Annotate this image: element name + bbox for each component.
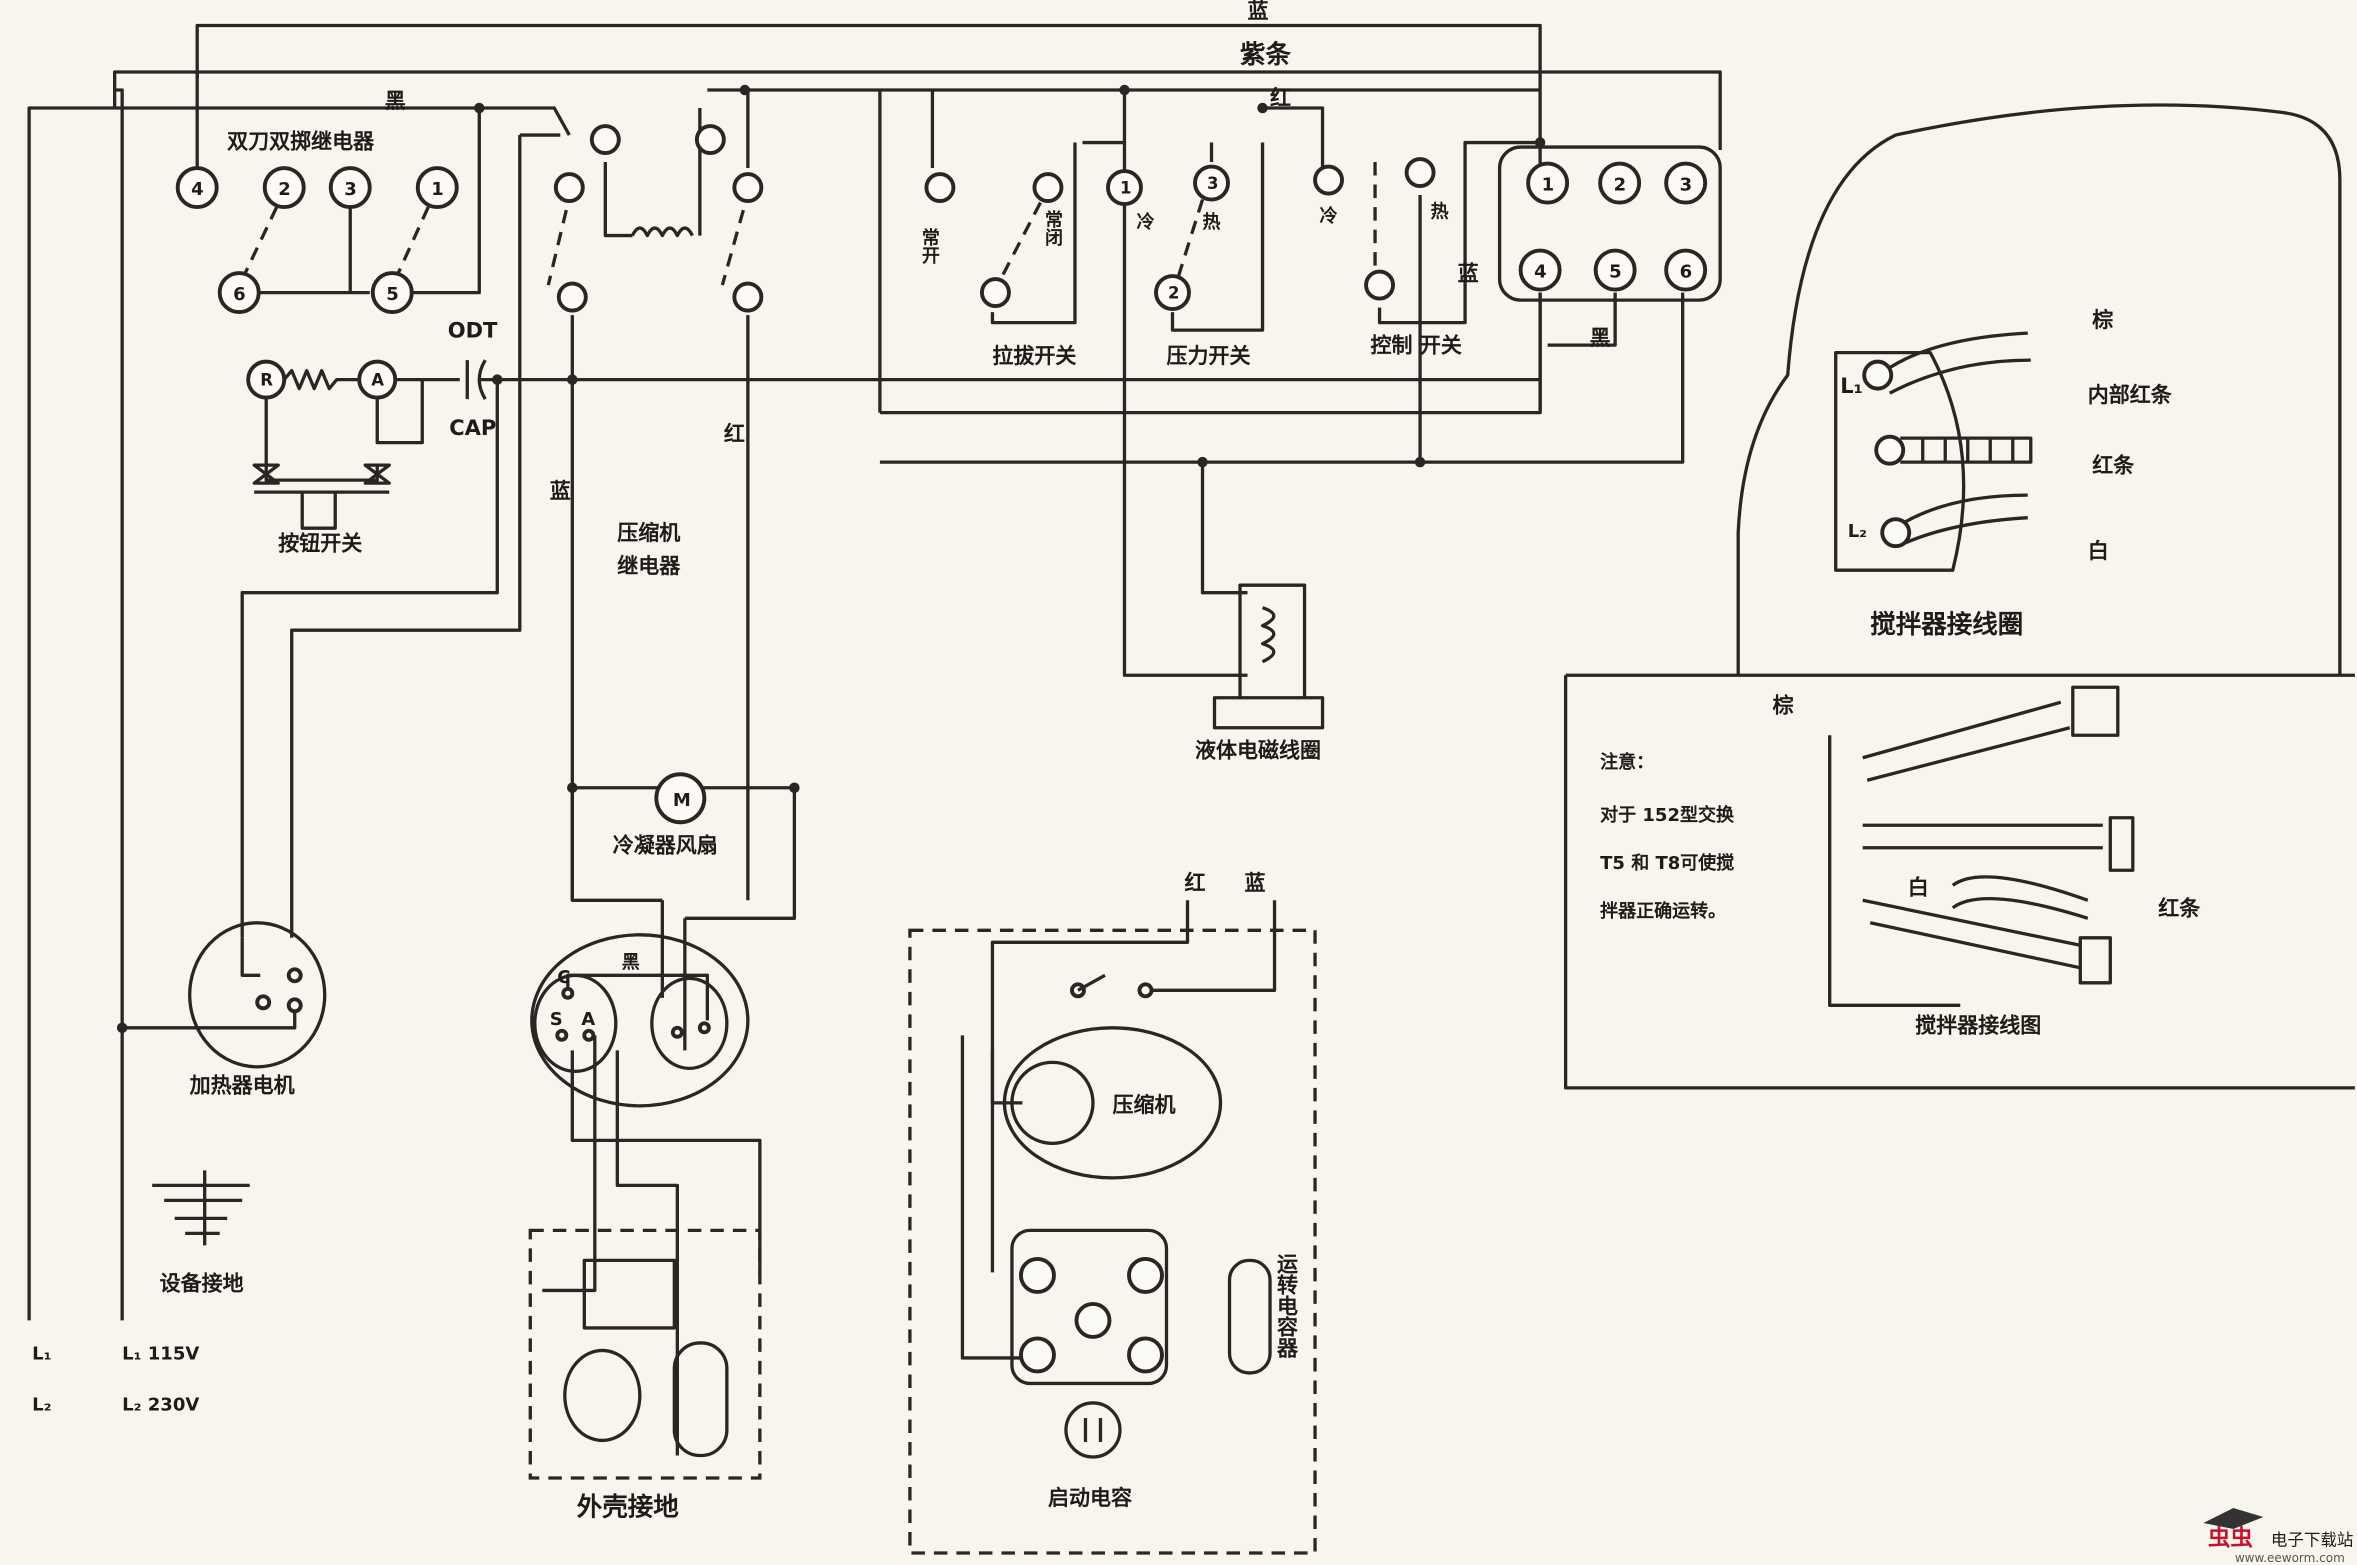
pressure-terminal-1: 1 [1120,179,1131,198]
label-normally-closed: 常闭 [1042,209,1063,247]
label-box-red: 红 [1185,871,1206,895]
block-terminal-2: 2 [1614,175,1627,196]
heater-motor-title: 加热器电机 [189,1073,295,1097]
note-line-3: 拌器正确运转。 [1600,900,1726,922]
solenoid-coil [1212,583,1325,730]
block-terminal-1: 1 [1542,175,1555,196]
label-relay-red: 红 [724,422,745,446]
label-block-black: 黑 [1590,326,1611,350]
label-inner-red: 内部红条 [2088,383,2173,407]
label-top-brown: 棕 [2092,308,2113,332]
supply-l2-230v: L₂ 230V [122,1394,199,1415]
label-bottom-brown: 棕 [1773,694,1794,718]
terminal-3: 3 [344,179,357,200]
label-black-top: 黑 [385,89,406,113]
block-terminal-3: 3 [1680,175,1693,196]
label-r: R [260,371,273,390]
pressure-switch-title: 压力开关 [1166,344,1250,368]
label-pressure-cold: 冷 [1136,211,1154,233]
label-purple-stripe: 紫条 [1240,40,1292,70]
supply-l2: L₂ [32,1394,51,1415]
stirrer-top-title: 搅拌器接线圈 [1870,610,2023,640]
graduation-cap-icon [2203,1507,2264,1529]
label-red-top: 红 [1270,86,1291,110]
label-block-blue: 蓝 [1458,262,1479,286]
label-box-blue: 蓝 [1245,871,1266,895]
note-title: 注意： [1600,751,1654,773]
label-relay-blue: 蓝 [550,479,571,503]
label-odt: ODT [448,319,498,343]
label-blue-top: 蓝 [1248,0,1269,23]
terminal-5: 5 [386,284,399,305]
compressor-terminal [528,933,762,1480]
label-top-red-stripe: 红条 [2092,454,2135,478]
pressure-terminal-2: 2 [1168,284,1179,303]
label-top-l2: L₂ [1848,521,1867,542]
control-switch-title: 控制 开关 [1371,334,1462,358]
fan-title: 冷凝器风扇 [613,833,718,857]
watermark-url: www.eeworm.com [2235,1551,2345,1565]
terminal-2: 2 [278,179,291,200]
fan-motor-symbol: M [673,790,691,811]
terminal-4: 4 [191,179,204,200]
label-top-l1: L₁ [1840,374,1863,398]
label-bottom-white: 白 [1908,875,1929,899]
label-a: A [371,371,384,390]
label-run-capacitor: 运转电容器 [1275,1253,1300,1359]
watermark-logo: 虫虫 电子下载站 www.eeworm.com [2203,1507,2354,1565]
fan-motor-icon [654,772,707,825]
note-line-2: T5 和 T8可使搅 [1600,852,1734,874]
compressor-relay-title-2: 继电器 [617,554,681,578]
label-top-white: 白 [2088,539,2109,563]
thermostat: R A [246,359,487,530]
terminal-6: 6 [233,284,246,305]
label-pressure-hot: 热 [1203,211,1221,233]
ground-title: 设备接地 [160,1271,244,1295]
block-terminal-4: 4 [1534,262,1547,283]
label-control-cold: 冷 [1320,205,1338,227]
supply-l1-115v: L₁ 115V [122,1343,199,1364]
wires [27,23,1722,1456]
block-terminal-5: 5 [1609,262,1622,283]
stirrer-bottom-title: 搅拌器接线图 [1915,1013,2041,1037]
dpdt-relay-terminals: 4 2 3 1 6 5 [175,166,459,315]
case-ground-title: 外壳接地 [577,1492,680,1522]
watermark-logo-text: 虫虫 [2208,1525,2253,1551]
label-cap: CAP [449,416,496,440]
pressure-switch: 1 3 2 [1106,164,1230,312]
dpdt-relay-title: 双刀双掷继电器 [227,130,375,154]
label-a-terminal: A [581,1009,595,1030]
terminal-1: 1 [431,179,444,200]
junction-dots [116,84,1546,1034]
label-bottom-red-stripe: 红条 [2158,896,2201,920]
label-c: C [557,967,570,988]
label-normally-open: 常开 [919,227,940,265]
stirrer-wiring-top [1736,103,2342,676]
note-line-1: 对于 152型交换 [1600,804,1735,826]
pull-switch-title: 拉拔开关 [992,344,1076,368]
heater-motor-icon [188,921,327,1069]
block-terminal-6: 6 [1680,262,1693,283]
label-control-hot: 热 [1431,201,1449,223]
stirrer-wiring-bottom [1563,673,2355,1090]
label-start-capacitor: 启动电容 [1048,1486,1132,1510]
pressure-terminal-3: 3 [1207,174,1218,193]
compressor-relay-title-1: 压缩机 [617,521,680,545]
label-s: S [550,1009,563,1030]
pull-switch [924,172,1064,309]
ground-icon [152,1170,250,1246]
solenoid-title: 液体电磁线圈 [1195,739,1321,763]
control-switch [1313,157,1436,301]
label-compressor: 压缩机 [1112,1093,1175,1117]
compressor-relay [546,124,764,313]
supply-l1: L₁ [32,1343,51,1364]
watermark-name: 电子下载站 [2271,1530,2354,1549]
label-terminal-black: 黑 [622,952,640,973]
label-button-switch: 按钮开关 [278,532,362,556]
compressor-box [908,928,1317,1555]
terminal-block: 1 2 3 4 5 6 [1497,145,1722,302]
